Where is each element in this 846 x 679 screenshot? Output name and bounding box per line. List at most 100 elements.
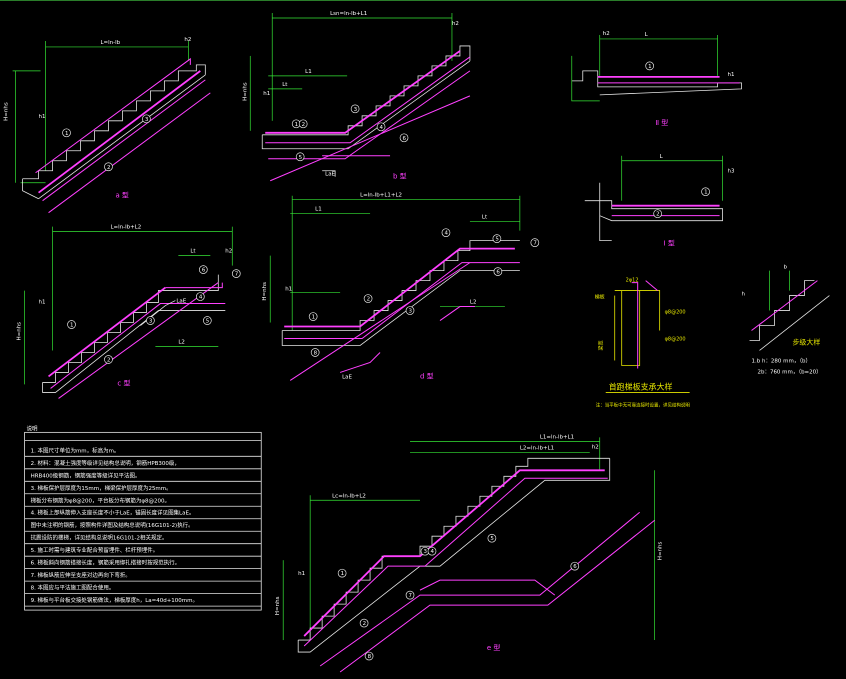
svg-text:6: 6 (202, 268, 206, 274)
a-top-dim: L=ln-lb (100, 40, 120, 46)
svg-text:LaE: LaE (176, 299, 186, 305)
notes-line: 7. 梯板纵筋应伸至支座对边再向下弯折。 (31, 571, 131, 579)
svg-text:4: 4 (380, 125, 384, 131)
svg-text:2: 2 (302, 122, 306, 128)
svg-text:h2: h2 (592, 444, 599, 450)
svg-text:1: 1 (65, 131, 69, 137)
svg-text:5: 5 (206, 319, 210, 325)
svg-text:5: 5 (299, 155, 303, 161)
svg-text:L: L (645, 32, 649, 38)
notes-line: 3. 梯板保护层厚度为15mm，梯梁保护层厚度为25mm。 (31, 484, 172, 492)
ii-type-title: Ⅱ 型 (656, 118, 669, 127)
svg-text:H=nhs: H=nhs (17, 322, 23, 341)
a-type-title: a 型 (115, 191, 128, 200)
e-mid-dim: Lc=ln-lb+L2 (332, 493, 366, 499)
notes-header: 说明 (27, 424, 38, 432)
svg-text:4: 4 (199, 295, 203, 301)
svg-text:1: 1 (648, 64, 652, 70)
svg-text:3: 3 (423, 549, 427, 555)
support-detail: 梯板 2φ12 φ8@200 φ8@200 梁宽 首跑梯板支承大样 注：当平板中… (595, 278, 691, 409)
svg-text:L1: L1 (305, 69, 312, 75)
notes-line: 8. 本图应与平法施工图配合使用。 (31, 584, 115, 592)
svg-text:L: L (660, 154, 664, 160)
svg-text:h2: h2 (184, 37, 191, 43)
svg-text:h2: h2 (603, 31, 610, 37)
svg-text:1: 1 (70, 323, 74, 329)
svg-text:6: 6 (403, 136, 407, 142)
notes-line: 2. 材料：混凝土强度等级详见结构总说明，钢筋HPB300级， (31, 459, 180, 467)
i-type-title: Ⅰ 型 (664, 239, 675, 248)
svg-text:2b：760 mm，（b=20）: 2b：760 mm，（b=20） (758, 368, 822, 375)
svg-text:LaE: LaE (325, 172, 335, 178)
stair-type-ii: L h2 h1 1 Ⅱ 型 (571, 31, 742, 127)
svg-text:8: 8 (314, 350, 318, 356)
svg-text:L2: L2 (178, 339, 185, 345)
notes-line: 4. 梯板上部纵筋伸入支座长度不小于LaE，锚固长度详见图集LaE。 (31, 509, 195, 517)
svg-text:6: 6 (573, 564, 577, 570)
stair-type-a: L=ln-lb h2 H=nhs h1 1 2 3 a 型 (4, 37, 211, 214)
svg-text:L1: L1 (315, 207, 322, 213)
svg-text:3: 3 (145, 117, 149, 123)
step-detail: b h 步级大样 1.b h：280 mm，（b） 2b：760 mm，（b=2… (742, 265, 830, 375)
svg-text:3: 3 (409, 309, 413, 315)
notes-line: 1. 本图尺寸单位为mm，标高为m。 (31, 446, 120, 454)
svg-text:2: 2 (363, 621, 367, 627)
svg-text:h3: h3 (728, 169, 735, 175)
notes-table: 说明 1. 本图尺寸单位为mm，标高为m。 2. 材料：混凝土强度等级详见结构总说… (24, 424, 262, 611)
svg-text:H=nhs: H=nhs (658, 542, 664, 561)
stair-type-i: L h3 1 2 Ⅰ 型 (584, 154, 735, 248)
e-top-dim-2: L2=ln-lb+L1 (520, 445, 554, 451)
svg-text:梯板: 梯板 (595, 294, 605, 301)
svg-text:2: 2 (107, 165, 111, 171)
svg-text:梁宽: 梁宽 (598, 341, 605, 351)
svg-text:注：当平板中无可靠连接时设置，详见结构说明: 注：当平板中无可靠连接时设置，详见结构说明 (596, 401, 691, 408)
svg-text:φ8@200: φ8@200 (665, 310, 686, 316)
svg-text:φ8@200: φ8@200 (665, 336, 686, 342)
svg-text:5: 5 (490, 536, 494, 542)
svg-text:h1: h1 (728, 72, 735, 78)
d-top-dim: L=ln-lb+L1+L2 (360, 193, 402, 199)
svg-text:1: 1 (295, 122, 299, 128)
svg-text:H=nhs: H=nhs (262, 282, 268, 301)
notes-line: 梯板分布钢筋为φ8@200，平台板分布钢筋为φ8@200。 (31, 496, 170, 504)
step-detail-title: 步级大样 (792, 337, 820, 346)
svg-text:H=nhs: H=nhs (242, 82, 248, 101)
svg-text:L2: L2 (470, 300, 477, 306)
svg-text:Lt: Lt (482, 215, 488, 221)
svg-text:4: 4 (444, 231, 448, 237)
svg-text:b: b (783, 265, 787, 271)
d-type-title: d 型 (420, 371, 434, 380)
stair-type-e: L1=ln-lb+L1 L2=ln-lb+L1 h2 Lc=ln-lb+L2 H… (275, 434, 664, 673)
svg-text:1: 1 (312, 315, 316, 321)
svg-text:3: 3 (354, 107, 358, 113)
svg-text:h2: h2 (452, 21, 459, 27)
svg-text:2φ12: 2φ12 (626, 278, 639, 284)
svg-text:h1: h1 (263, 91, 270, 97)
e-type-title: e 型 (487, 643, 501, 652)
c-top-dim: L=ln-lb+L2 (110, 225, 141, 231)
svg-text:2: 2 (656, 212, 660, 218)
notes-line: 图中未注明的钢筋，按照构件详图及结构总说明(16G101-2)执行。 (31, 521, 194, 529)
svg-text:h1: h1 (298, 571, 305, 577)
svg-text:Lt: Lt (282, 82, 288, 88)
svg-text:8: 8 (368, 654, 372, 660)
stair-type-d: L=ln-lb+L1+L2 L1 Lt L2 H=nhs h1 LaE 1 2 … (262, 193, 540, 381)
svg-text:h1: h1 (39, 114, 46, 120)
notes-line: 抗震设防的楼梯，详见结构总说明16G101-2相关规定。 (31, 534, 168, 542)
svg-text:h2: h2 (225, 249, 232, 255)
e-top-dim-1: L1=ln-lb+L1 (540, 434, 574, 440)
stair-type-b: Lsn=ln-lb+L1 h2 L1 Lt H=nhs h1 LaE 1 2 3… (242, 11, 471, 182)
svg-text:5: 5 (495, 237, 499, 243)
notes-line: 5. 施工时需与建筑专业配合预留埋件、栏杆预埋件。 (31, 546, 159, 554)
support-detail-title: 首跑梯板支承大样 (609, 381, 673, 391)
svg-text:H=nhs: H=nhs (275, 596, 281, 615)
svg-text:7: 7 (409, 593, 413, 599)
notes-line: 9. 梯板与平台板交接处钢筋做法，梯板厚度h，La=40d+100mm。 (31, 596, 198, 604)
stair-type-c: L=ln-lb+L2 Lt h2 H=nhs h1 L2 LaE 1 2 3 4… (17, 225, 241, 399)
svg-text:LaE: LaE (342, 374, 352, 380)
svg-text:6: 6 (496, 270, 500, 276)
svg-text:h: h (742, 292, 746, 298)
notes-line: 6. 梯板斜向钢筋搭接长度，钢筋采用绑扎搭接时按规范执行。 (31, 559, 181, 567)
svg-text:1: 1 (341, 571, 345, 577)
